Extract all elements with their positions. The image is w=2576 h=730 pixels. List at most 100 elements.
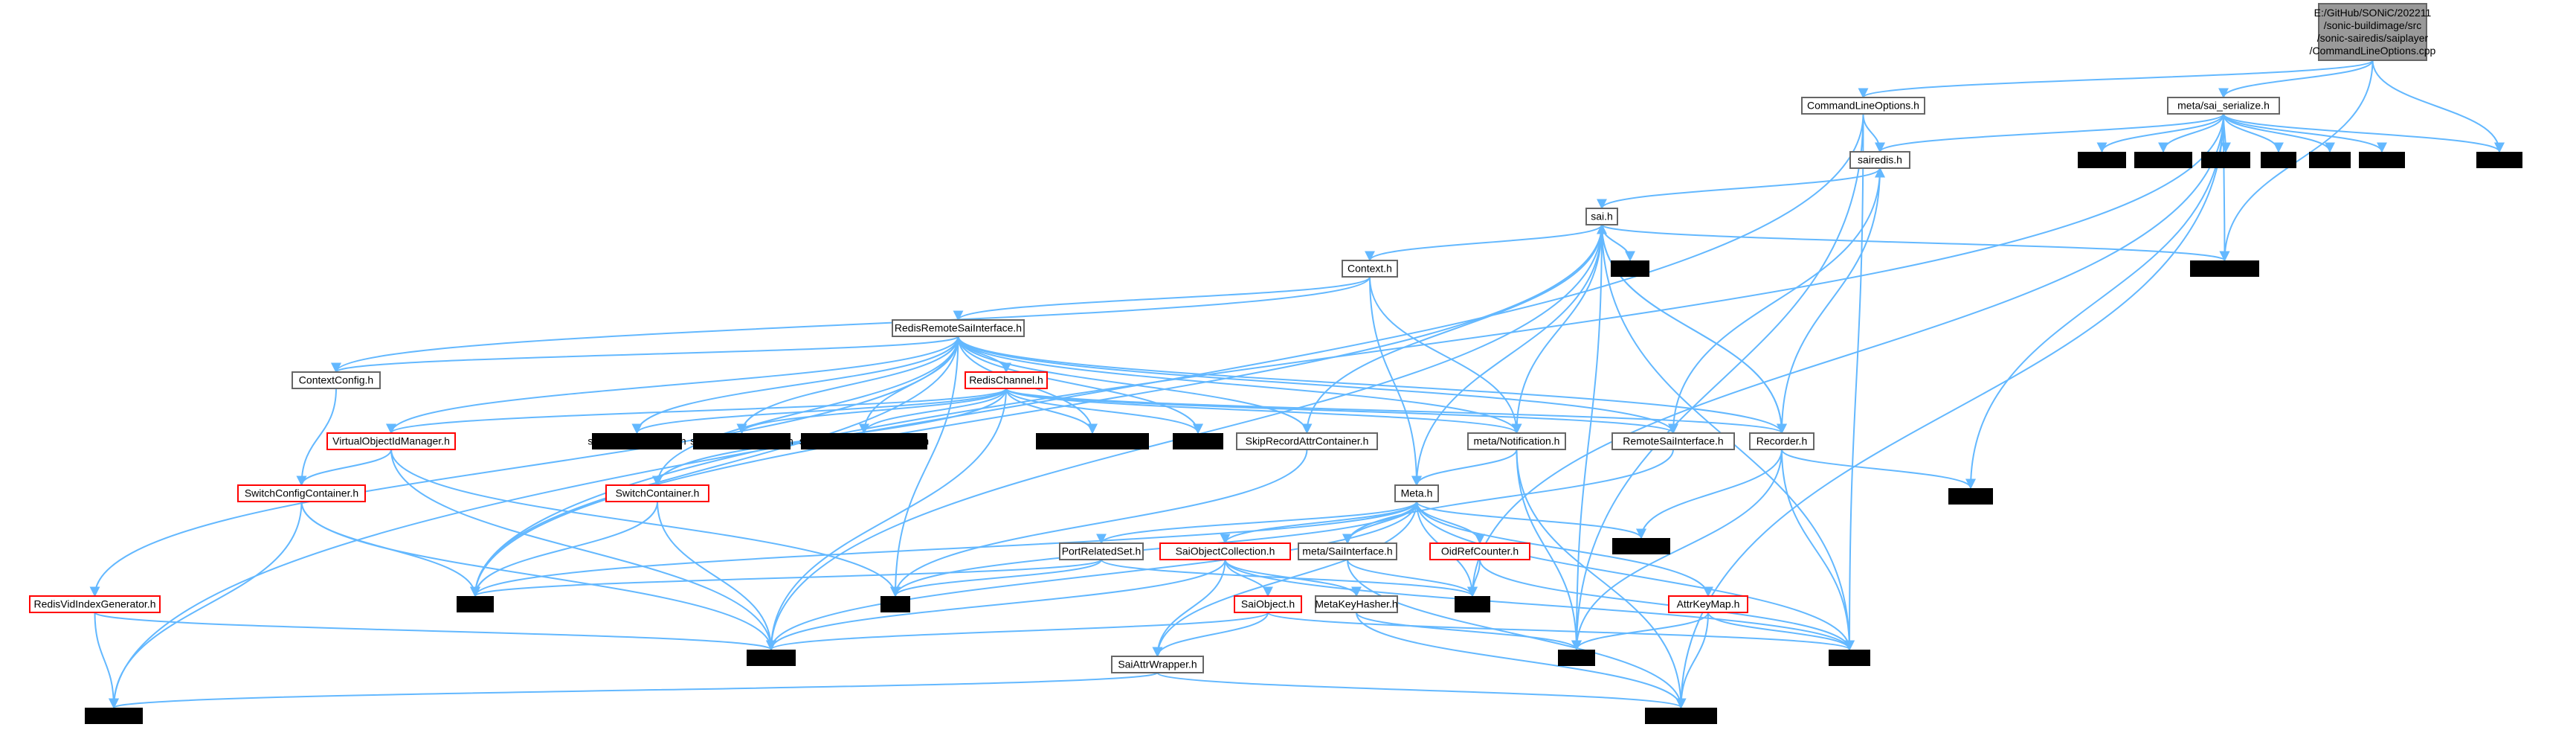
node-label-meta-notification-h: meta/Notification.h: [1474, 435, 1560, 447]
edge-metasaiif-to-saih2: [1347, 559, 1478, 598]
node-label-attrkeymap-h: AttrKeyMap.h: [1677, 598, 1740, 610]
node-label-swss-consumertable-h: swss/consumertable.h: [690, 435, 793, 447]
node-box: [801, 433, 927, 449]
edge-root-to-clo: [1858, 60, 2374, 99]
node-box: [326, 432, 456, 450]
node-ostream: ostream: [2078, 152, 2126, 168]
edge-scc-to-swsssai: [109, 501, 303, 709]
node-rrsi[interactable]: RedisRemoteSaiInterface.h: [892, 319, 1025, 337]
node-portrel[interactable]: PortRelatedSet.h: [1059, 542, 1144, 560]
node-attrkeymap[interactable]: AttrKeyMap.h: [1668, 595, 1748, 613]
node-mutex: mutex: [1611, 260, 1649, 277]
node-rvidgen[interactable]: RedisVidIndexGenerator.h: [29, 595, 161, 613]
node-meta_ser[interactable]: meta/sai_serialize.h: [2167, 97, 2280, 115]
node-label-vector: vector: [1835, 652, 1864, 664]
edge-context-to-meta: [1369, 276, 1422, 487]
edge-saiobject-to-memory: [766, 612, 1269, 651]
node-redischannel[interactable]: RedisChannel.h: [965, 371, 1048, 389]
edge-attrkeymap-to-saimetadata: [1675, 612, 1709, 709]
edge-saiobjcol-to-saiattrwrap: [1152, 559, 1226, 658]
node-label-iomanip: iomanip: [2207, 154, 2244, 166]
node-label-saiobjectcollection-h: SaiObjectCollection.h: [1176, 545, 1275, 557]
node-box: [880, 596, 910, 612]
edge-meta_ser-to-saimetadata: [1675, 113, 2224, 709]
node-meta[interactable]: Meta.h: [1394, 484, 1439, 502]
edge-rrsi-to-remotesai: [957, 336, 1678, 435]
edge-switchcont-to-memory: [657, 501, 776, 651]
edge-rrsi-to-recorder: [957, 336, 1787, 435]
node-skiprec[interactable]: SkipRecordAttrContainer.h: [1236, 432, 1378, 450]
node-box: [1668, 595, 1748, 613]
edge-saiobjcol-to-memory: [766, 559, 1226, 651]
edge-remotesai-to-metasaiif: [1342, 449, 1674, 545]
node-box: [1749, 432, 1815, 450]
edge-portrel-to-set: [890, 559, 1102, 598]
edge-root-to-swsslogger: [2219, 60, 2374, 262]
edge-metakeyhash-to-saimetadata: [1356, 612, 1687, 709]
node-ctxcfg[interactable]: ContextConfig.h: [292, 371, 381, 389]
node-cstring: cstring: [2309, 152, 2351, 168]
node-box: [1801, 97, 1925, 115]
edge-recorder-to-sairedis: [1781, 167, 1885, 434]
edge-saiobject-to-vector: [1267, 612, 1855, 651]
edge-meta_ser-to-iostream: [2223, 113, 2387, 153]
node-sairedis[interactable]: sairedis.h: [1849, 151, 1910, 169]
edge-voim-to-memory: [390, 449, 776, 651]
node-box: [1315, 595, 1398, 613]
edge-meta-to-memory: [766, 501, 1417, 651]
edge-saiattrwrap-to-swsssai: [109, 672, 1159, 709]
node-box: [2201, 152, 2250, 168]
node-swsssai: swss/sai.h: [85, 708, 143, 724]
node-context[interactable]: Context.h: [1342, 260, 1398, 278]
edge-meta_ser-to-saih2: [1467, 113, 2224, 598]
edge-rrsi-to-prodtable: [631, 336, 959, 435]
edge-rrsi-to-skiprec: [957, 336, 1313, 435]
edge-sai-to-metanotif: [1511, 224, 1603, 435]
node-label-e-github-sonic-202211: E:/GitHub/SONiC/202211: [2314, 7, 2432, 19]
node-label-saimetadata-h: saimetadata.h: [1649, 710, 1714, 722]
node-metanotif[interactable]: meta/Notification.h: [1467, 432, 1566, 450]
edge-skiprec-to-sai: [1306, 223, 1607, 434]
node-clo[interactable]: CommandLineOptions.h: [1801, 97, 1925, 115]
node-voim[interactable]: VirtualObjectIdManager.h: [326, 432, 456, 450]
node-selevent: swss/selectableevent.h: [1036, 433, 1149, 449]
node-label-portrelatedset-h: PortRelatedSet.h: [1062, 545, 1142, 557]
node-saiobject[interactable]: SaiObject.h: [1234, 595, 1302, 613]
edge-context-to-metanotif: [1369, 276, 1522, 435]
node-label-mutex: mutex: [1616, 263, 1644, 275]
node-tuple: tuple: [2261, 152, 2296, 168]
node-remotesai[interactable]: RemoteSaiInterface.h: [1611, 432, 1735, 450]
node-label-swss-table-h: swss/table.h: [1612, 540, 1669, 552]
node-box: [85, 708, 143, 724]
node-box: [1234, 595, 1302, 613]
node-recorder[interactable]: Recorder.h: [1749, 432, 1815, 450]
node-saiattrwrap[interactable]: SaiAttrWrapper.h: [1111, 656, 1204, 673]
node-label-switchcontainer-h: SwitchContainer.h: [616, 487, 700, 499]
node-metasaiif[interactable]: meta/SaiInterface.h: [1298, 542, 1397, 560]
edge-root-to-sstream: [2371, 60, 2505, 153]
node-scc[interactable]: SwitchConfigContainer.h: [237, 484, 366, 502]
node-layer: E:/GitHub/SONiC/202211/sonic-buildimage/…: [29, 3, 2522, 724]
node-label-saiobject-h: SaiObject.h: [1241, 598, 1295, 610]
node-oidref[interactable]: OidRefCounter.h: [1429, 542, 1530, 560]
node-box: [2359, 152, 2405, 168]
node-streambuf: streambuf: [2134, 152, 2192, 168]
node-box: [1612, 538, 1670, 554]
node-box: [605, 484, 709, 502]
node-box: [237, 484, 366, 502]
node-metakeyhash[interactable]: MetaKeyHasher.h: [1315, 595, 1398, 613]
edge-recorder-to-string: [1571, 449, 1783, 651]
node-switchcont[interactable]: SwitchContainer.h: [605, 484, 709, 502]
node-box: [1849, 151, 1910, 169]
node-saiobjcol[interactable]: SaiObjectCollection.h: [1159, 542, 1291, 560]
edge-rvidgen-to-swsssai: [94, 612, 119, 709]
edge-rrsi-to-map: [470, 336, 959, 598]
node-root[interactable]: E:/GitHub/SONiC/202211/sonic-buildimage/…: [2310, 3, 2436, 61]
edge-metanotif-to-meta: [1411, 449, 1518, 487]
node-label-sai-h: sai.h: [1461, 598, 1484, 610]
node-label-sonic-sairedis-saiplayer: /sonic-sairedis/saiplayer: [2317, 32, 2429, 44]
node-saimetadata: saimetadata.h: [1645, 708, 1717, 724]
node-label-fstream: fstream: [1954, 490, 1989, 502]
node-sai[interactable]: sai.h: [1585, 208, 1618, 225]
